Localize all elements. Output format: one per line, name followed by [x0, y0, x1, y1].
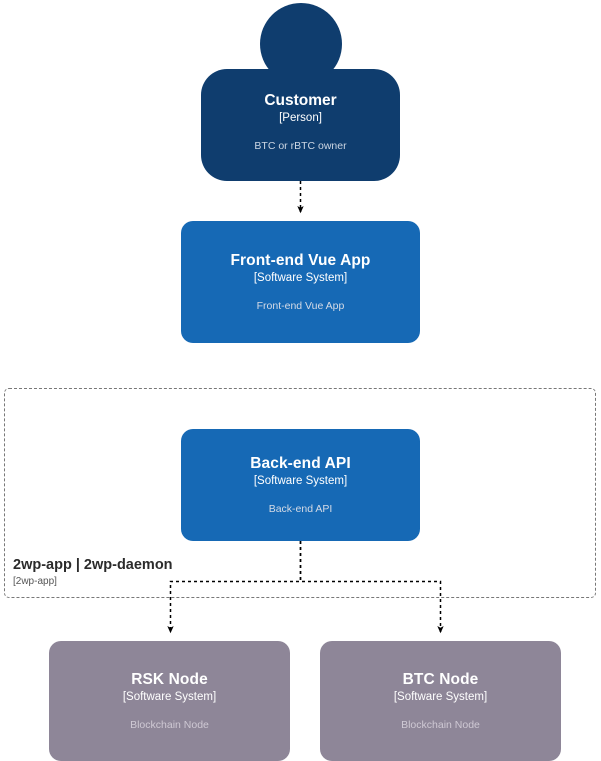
backend-type: [Software System]: [253, 475, 348, 487]
boundary-2wp-app: [4, 388, 596, 598]
node-customer[interactable]: Customer [Person] BTC or rBTC owner: [201, 3, 400, 181]
boundary-type: [2wp-app]: [13, 576, 57, 587]
backend-title: Back-end API: [250, 455, 351, 472]
node-rsk-node[interactable]: RSK Node [Software System] Blockchain No…: [49, 641, 290, 761]
frontend-type: [Software System]: [253, 272, 348, 284]
boundary-label: 2wp-app | 2wp-daemon [2wp-app]: [13, 556, 293, 588]
customer-title: Customer: [264, 92, 337, 109]
btc-node-description: Blockchain Node: [401, 719, 480, 731]
node-frontend-vue-app[interactable]: Front-end Vue App [Software System] Fron…: [181, 221, 420, 343]
customer-body: Customer [Person] BTC or rBTC owner: [201, 69, 400, 181]
backend-description: Back-end API: [268, 503, 333, 515]
customer-description: BTC or rBTC owner: [254, 140, 347, 152]
node-backend-api[interactable]: Back-end API [Software System] Back-end …: [181, 429, 420, 541]
btc-node-title: BTC Node: [402, 671, 479, 688]
boundary-title: 2wp-app | 2wp-daemon: [13, 557, 173, 573]
customer-type: [Person]: [279, 112, 322, 124]
rsk-node-title: RSK Node: [131, 671, 208, 688]
node-btc-node[interactable]: BTC Node [Software System] Blockchain No…: [320, 641, 561, 761]
rsk-node-description: Blockchain Node: [130, 719, 209, 731]
frontend-title: Front-end Vue App: [230, 252, 371, 269]
btc-node-type: [Software System]: [393, 691, 488, 703]
frontend-description: Front-end Vue App: [256, 300, 345, 312]
rsk-node-type: [Software System]: [122, 691, 217, 703]
